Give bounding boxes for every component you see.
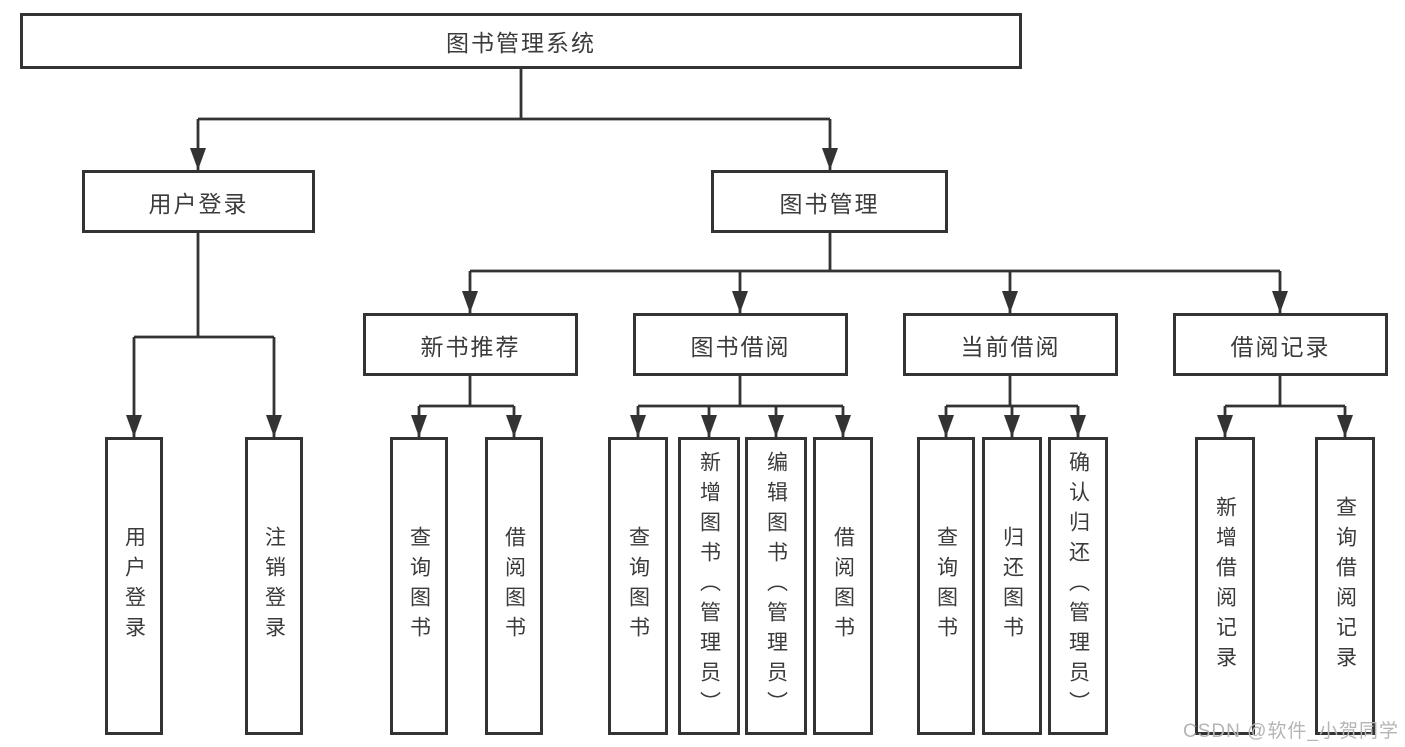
leaf-cb-confirm-return-admin: 确认归还（管理员）	[1048, 437, 1108, 735]
leaf-label: 注销登录	[262, 526, 286, 646]
node-book-management: 图书管理	[711, 170, 948, 233]
leaf-nb-query-books: 查询图书	[390, 437, 448, 735]
leaf-logout-login: 注销登录	[245, 437, 303, 735]
connector-current-borrowing-branch	[946, 376, 1078, 408]
node-new-book-recommend: 新书推荐	[363, 313, 578, 376]
leaf-bb-query-books: 查询图书	[608, 437, 668, 735]
leaf-label: 归还图书	[1000, 526, 1024, 646]
leaf-label: 借阅图书	[502, 526, 526, 646]
connector-borrowing-records-branch	[1225, 376, 1345, 408]
leaf-cb-query-books: 查询图书	[917, 437, 975, 735]
node-library-management-system: 图书管理系统	[20, 13, 1022, 69]
node-book-borrowing: 图书借阅	[633, 313, 848, 376]
leaf-bb-borrow-books: 借阅图书	[813, 437, 873, 735]
leaf-cb-return-books: 归还图书	[982, 437, 1042, 735]
connector-book-management-branch	[470, 233, 1280, 273]
leaf-bb-add-books-admin: 新增图书（管理员）	[678, 437, 740, 735]
leaf-label: 用户登录	[122, 526, 146, 646]
node-borrowing-records: 借阅记录	[1173, 313, 1388, 376]
leaf-br-add-borrow-record: 新增借阅记录	[1195, 437, 1255, 735]
leaf-label: 查询图书	[626, 526, 650, 646]
leaf-label: 查询图书	[407, 526, 431, 646]
leaf-bb-edit-books-admin: 编辑图书（管理员）	[745, 437, 807, 735]
connector-book-borrowing-branch	[638, 376, 843, 408]
leaf-label: 查询图书	[934, 526, 958, 646]
leaf-nb-borrow-books: 借阅图书	[485, 437, 543, 735]
connector-root-branch	[198, 69, 830, 121]
leaf-label: 借阅图书	[831, 526, 855, 646]
leaf-label: 新增借阅记录	[1213, 496, 1237, 676]
leaf-user-login: 用户登录	[105, 437, 163, 735]
node-current-borrowing: 当前借阅	[903, 313, 1118, 376]
leaf-label: 新增图书（管理员）	[697, 451, 721, 721]
csdn-watermark: CSDN @软件_小贺同学	[1183, 721, 1399, 742]
connector-new-book-branch	[419, 376, 514, 408]
node-user-login: 用户登录	[82, 170, 315, 233]
leaf-label: 确认归还（管理员）	[1066, 451, 1090, 721]
leaf-label: 编辑图书（管理员）	[764, 451, 788, 721]
leaf-label: 查询借阅记录	[1333, 496, 1357, 676]
connector-user-login-branch	[134, 233, 274, 339]
leaf-br-query-borrow-record: 查询借阅记录	[1315, 437, 1375, 735]
